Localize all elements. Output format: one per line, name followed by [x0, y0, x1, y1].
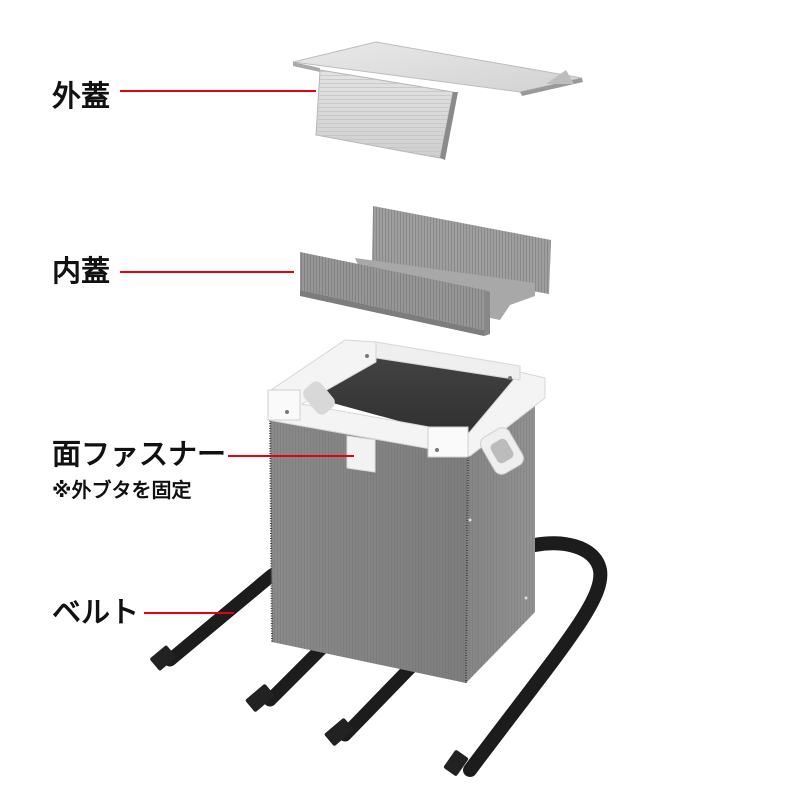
inner-lid-leader-line	[120, 271, 294, 273]
outer-lid-illustration	[292, 41, 583, 160]
velcro-fastener-label: 面ファスナー	[52, 437, 227, 471]
belt-leader-line	[144, 612, 234, 614]
inner-lid-illustration	[300, 206, 551, 336]
velcro-fastener-leader-line	[228, 455, 354, 457]
belt-label: ベルト	[52, 595, 140, 629]
belt-illustration	[163, 536, 608, 777]
inner-lid-label: 内蓋	[52, 254, 111, 288]
velcro-fastener-note: ※外ブタを固定	[52, 478, 192, 502]
storage-box-illustration	[267, 339, 546, 684]
buckle-icons	[150, 645, 469, 776]
outer-lid-leader-line	[120, 90, 316, 92]
outer-lid-label: 外蓋	[52, 79, 111, 113]
